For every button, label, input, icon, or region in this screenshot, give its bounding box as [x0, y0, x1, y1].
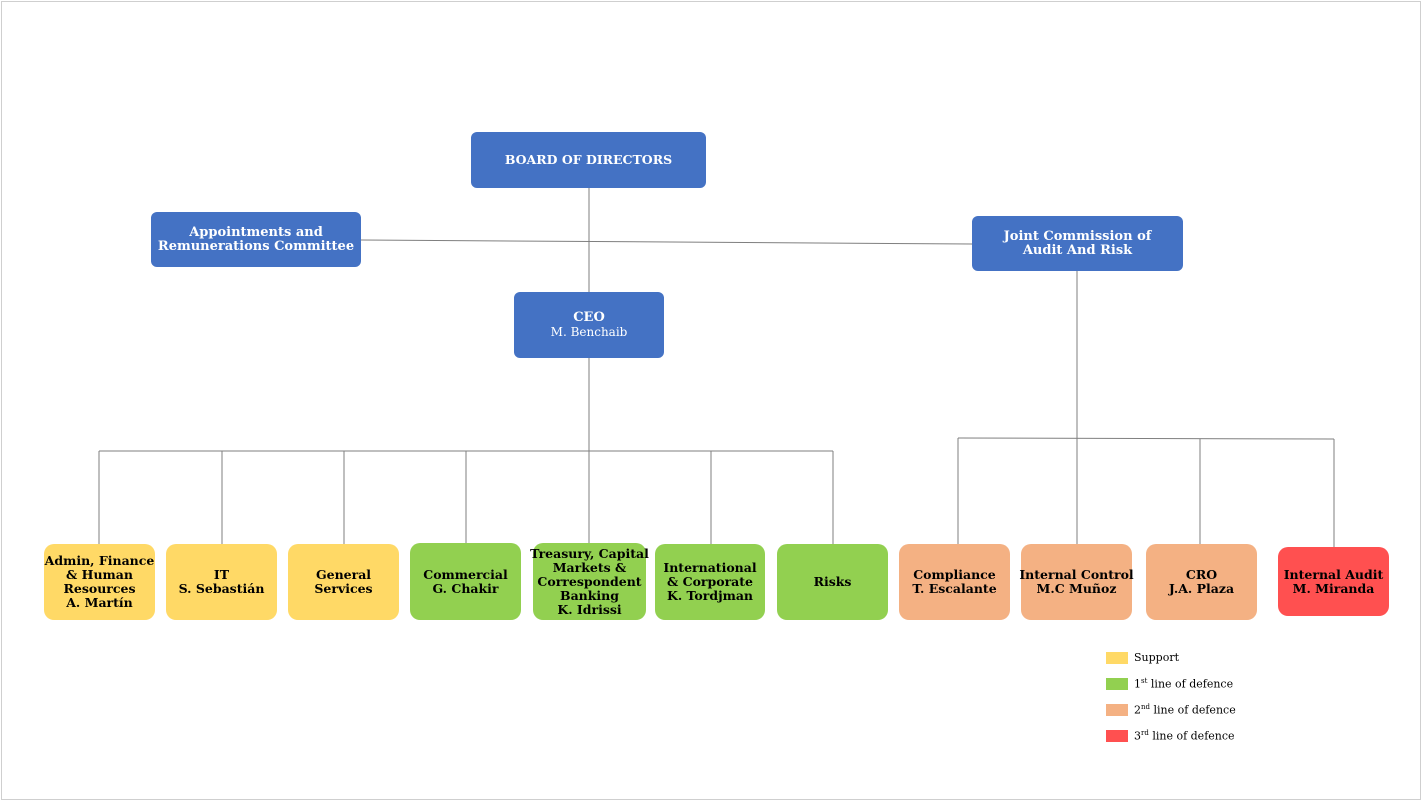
- treasury-line-1: Treasury, Capital: [530, 545, 649, 561]
- legend-swatch-support: [1106, 651, 1128, 664]
- internal-audit-line-2: M. Miranda: [1292, 580, 1375, 596]
- internal-audit-line-1: Internal Audit: [1283, 566, 1384, 582]
- commercial-line-2: G. Chakir: [432, 580, 499, 596]
- international-corporate-box: International & Corporate K. Tordjman: [655, 544, 765, 620]
- general-line-1: General: [315, 567, 372, 582]
- cro-box: CRO J.A. Plaza: [1146, 544, 1257, 620]
- legend-label-support: Support: [1134, 651, 1180, 664]
- appointments-line-2: Remunerations Committee: [157, 238, 355, 254]
- legend-item-support: Support: [1106, 651, 1179, 664]
- risks-line-1: Risks: [813, 574, 852, 589]
- ceo-box: CEO M. Benchaib: [514, 292, 664, 358]
- international-line-2: & Corporate: [667, 574, 753, 589]
- cro-line-1: CRO: [1185, 567, 1218, 582]
- admin-finance-hr-box: Admin, Finance & Human Resources A. Mart…: [44, 544, 155, 620]
- legend-item-second-line: 2nd line of defence: [1106, 703, 1236, 717]
- internal-audit-box: Internal Audit M. Miranda: [1278, 547, 1389, 616]
- admin-line-2: & Human: [66, 567, 133, 582]
- internal-control-box: Internal Control M.C Muñoz: [1019, 544, 1134, 620]
- internal-control-line-2: M.C Muñoz: [1036, 581, 1117, 596]
- commercial-box: Commercial G. Chakir: [410, 543, 521, 620]
- treasury-line-3: Correspondent: [537, 573, 642, 589]
- board-title: BOARD OF DIRECTORS: [504, 152, 673, 167]
- treasury-line-2: Markets &: [552, 559, 627, 575]
- international-line-1: International: [663, 560, 757, 575]
- treasury-box: Treasury, Capital Markets & Corresponden…: [530, 543, 649, 620]
- international-line-3: K. Tordjman: [666, 588, 754, 603]
- legend-label-first-line: 1st line of defence: [1134, 677, 1234, 691]
- commercial-line-1: Commercial: [423, 566, 508, 582]
- it-box: IT S. Sebastián: [166, 544, 277, 620]
- admin-line-3: Resources: [63, 581, 136, 596]
- connector-joint-bar: [957, 437, 1335, 440]
- joint-line-1: Joint Commission of: [1003, 228, 1152, 244]
- appointments-line-1: Appointments and: [189, 224, 323, 240]
- admin-line-1: Admin, Finance: [44, 553, 155, 568]
- legend-label-third-line: 3rd line of defence: [1134, 729, 1235, 743]
- cro-line-2: J.A. Plaza: [1168, 581, 1235, 596]
- legend-swatch-second-line: [1106, 703, 1128, 716]
- legend-label-second-line: 2nd line of defence: [1134, 703, 1236, 717]
- internal-control-line-1: Internal Control: [1019, 567, 1134, 582]
- it-line-2: S. Sebastián: [178, 581, 265, 596]
- legend-item-third-line: 3rd line of defence: [1106, 729, 1235, 743]
- it-line-1: IT: [213, 567, 230, 582]
- general-line-2: Services: [314, 581, 373, 596]
- compliance-line-2: T. Escalante: [912, 581, 997, 596]
- admin-line-4: A. Martín: [66, 595, 133, 610]
- joint-line-2: Audit And Risk: [1022, 242, 1133, 258]
- connector-committees: [360, 239, 973, 245]
- general-services-box: General Services: [288, 544, 399, 620]
- compliance-line-1: Compliance: [913, 567, 996, 582]
- risks-box: Risks: [777, 544, 888, 620]
- ceo-name: M. Benchaib: [550, 325, 628, 339]
- treasury-line-4: Banking: [560, 587, 619, 603]
- board-of-directors-box: BOARD OF DIRECTORS: [471, 132, 706, 188]
- legend-swatch-third-line: [1106, 729, 1128, 742]
- joint-commission-box: Joint Commission of Audit And Risk: [972, 216, 1183, 271]
- ceo-title: CEO: [573, 310, 605, 325]
- legend-swatch-first-line: [1106, 677, 1128, 690]
- legend-item-first-line: 1st line of defence: [1106, 677, 1233, 691]
- treasury-line-5: K. Idrissi: [557, 601, 622, 617]
- appointments-committee-box: Appointments and Remunerations Committee: [151, 212, 361, 267]
- compliance-box: Compliance T. Escalante: [899, 544, 1010, 620]
